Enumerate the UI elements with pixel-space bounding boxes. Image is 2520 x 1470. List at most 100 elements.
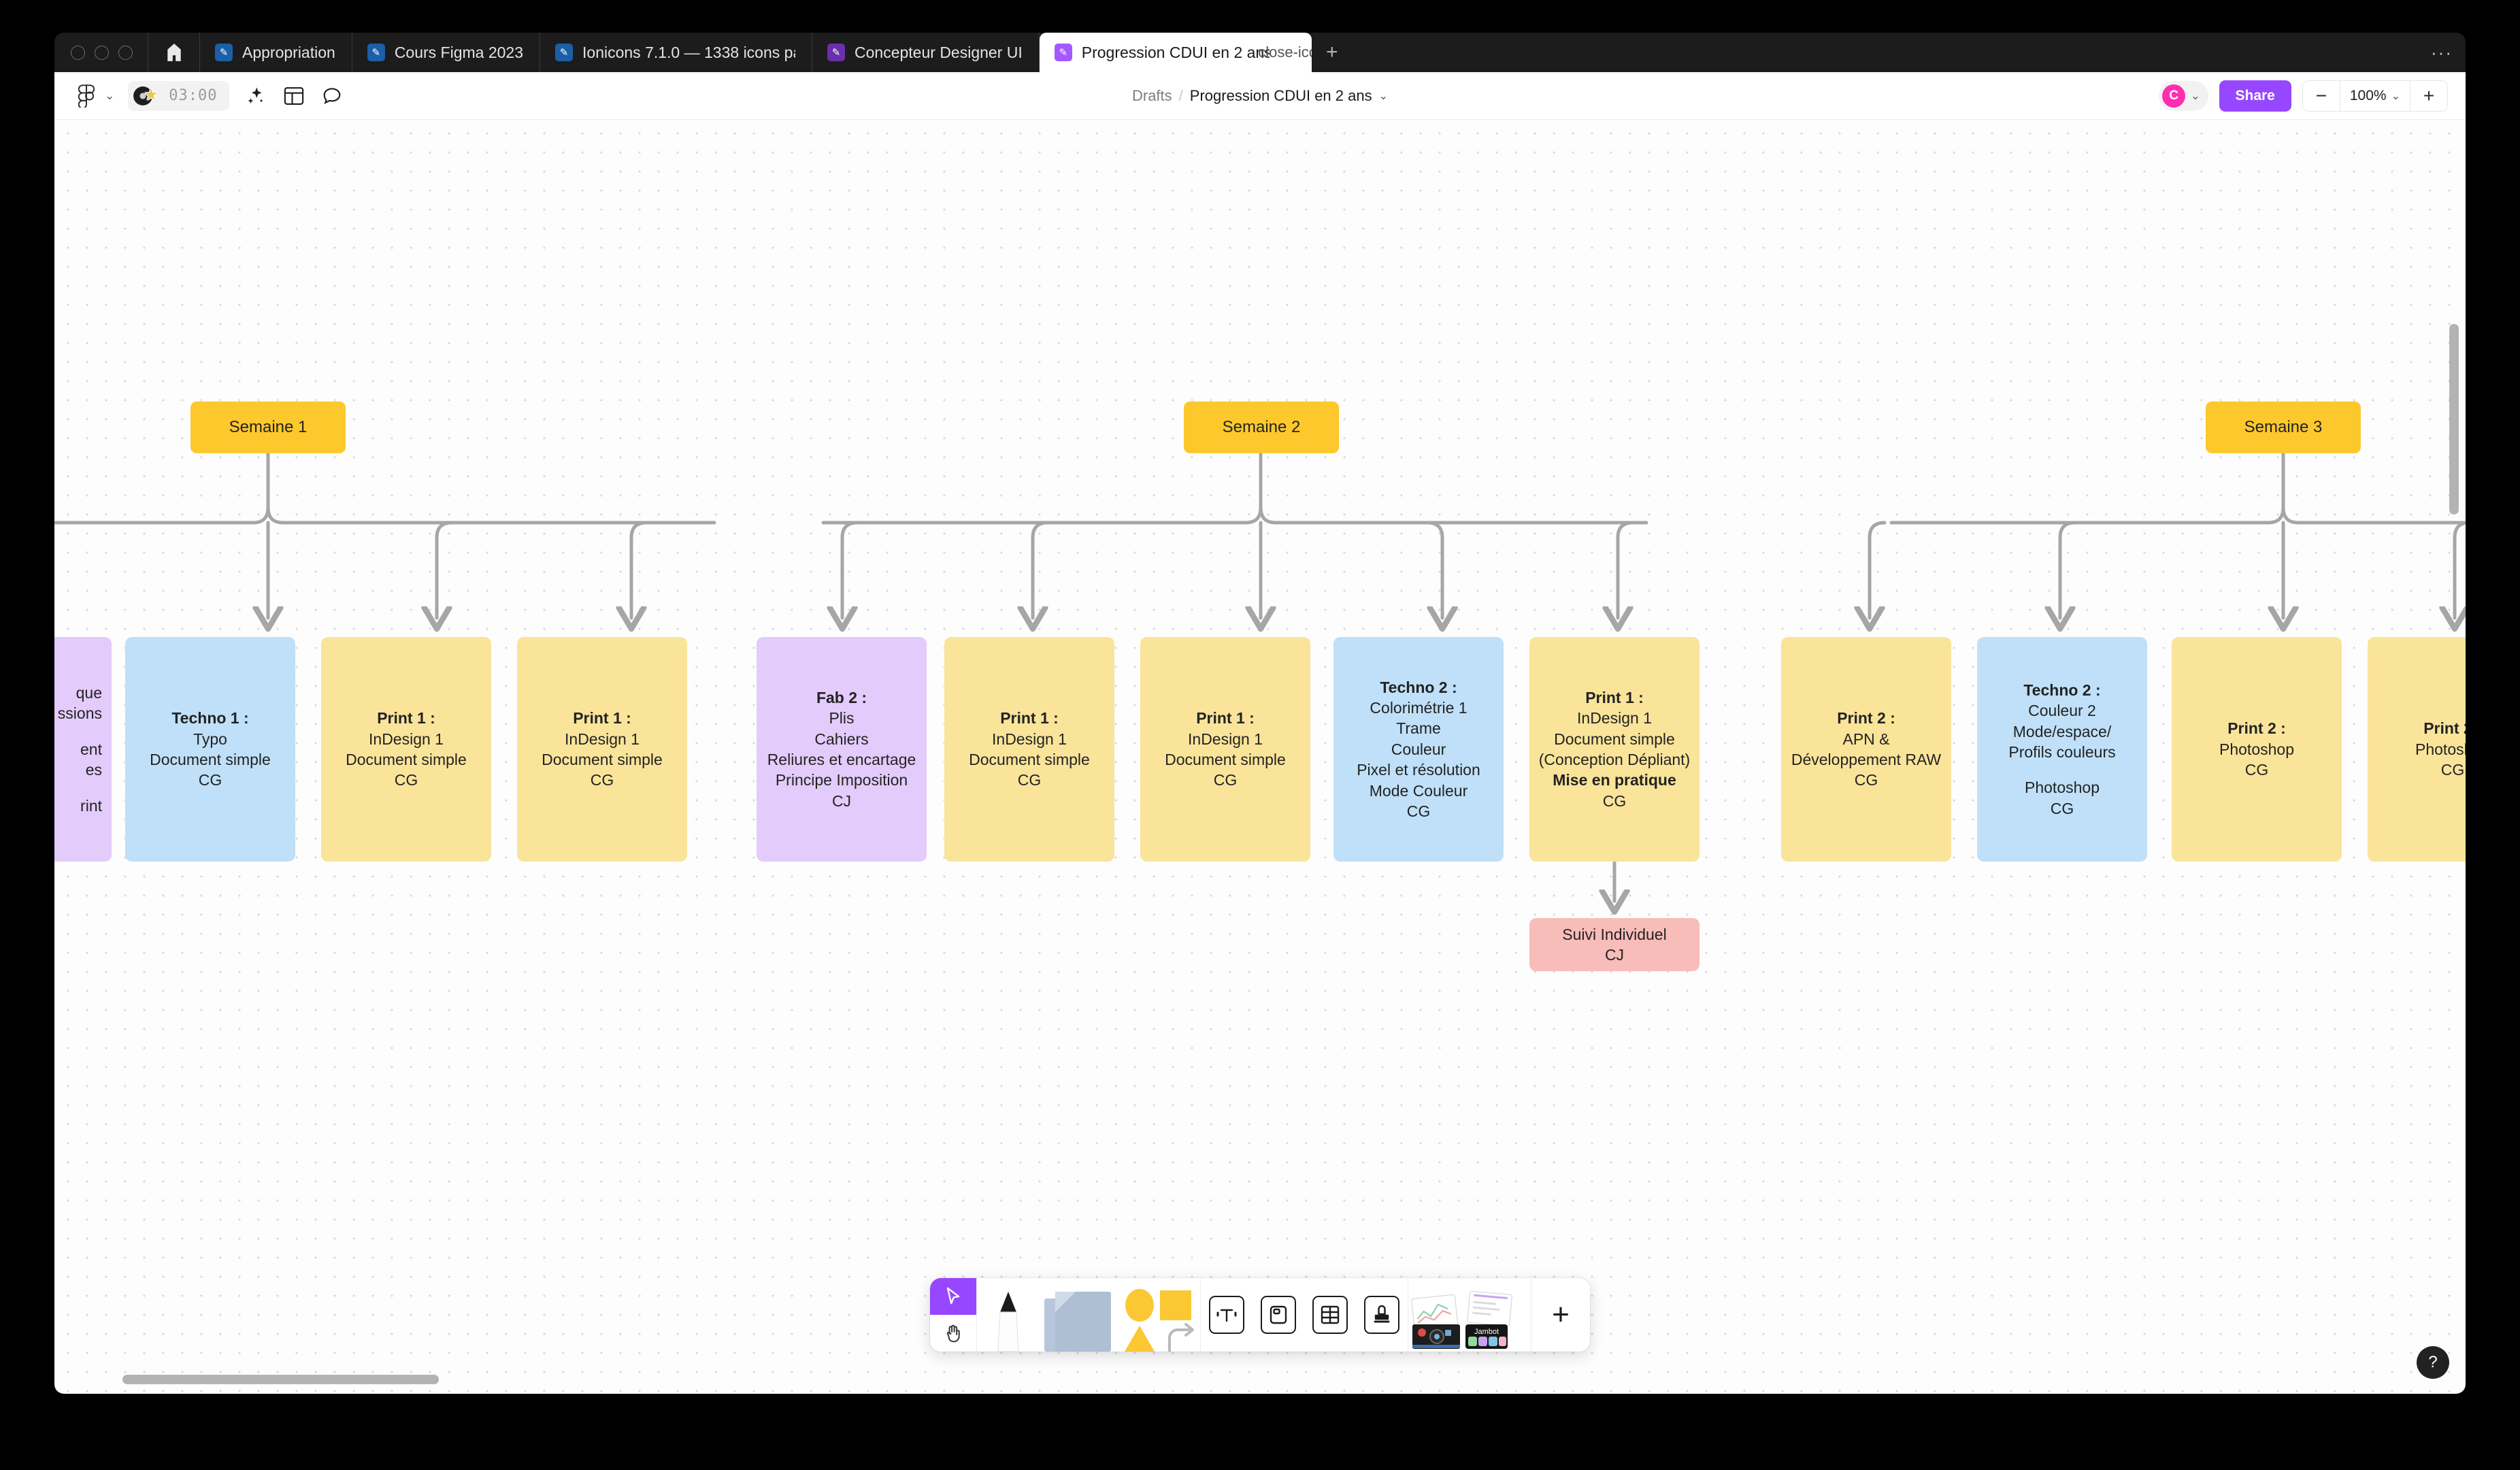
panel-layout-icon[interactable]	[277, 79, 311, 113]
vertical-scrollbar[interactable]	[2449, 324, 2459, 514]
card-print1-b[interactable]: Print 1 : InDesign 1 Document simple CG	[517, 637, 687, 862]
help-button[interactable]: ?	[2417, 1346, 2449, 1379]
tab-label: Appropriation	[242, 43, 335, 61]
card-line: Colorimétrie 1	[1370, 699, 1468, 717]
card-fab2[interactable]: Fab 2 : Plis Cahiers Reliures et encarta…	[757, 637, 927, 862]
toolbar-right-group: C ⌄ Share − 100% ⌄ +	[2159, 80, 2466, 112]
card-line: InDesign 1	[565, 730, 640, 748]
chevron-down-icon[interactable]: ⌄	[105, 88, 115, 102]
close-icon[interactable]: close-icon	[1258, 44, 1312, 61]
card-title: Print 1 :	[573, 709, 631, 728]
shapes-tool[interactable]	[1120, 1278, 1200, 1352]
stamp-tool[interactable]	[1356, 1278, 1408, 1352]
cursor-tool[interactable]	[930, 1278, 976, 1315]
comment-bubble-icon[interactable]	[315, 79, 349, 113]
figma-file-icon: ✎	[555, 44, 574, 61]
card-print1-c[interactable]: Print 1 : InDesign 1 Document simple CG	[944, 637, 1114, 862]
card-print2-photoshop-b[interactable]: Print 2 : Photoshop CG	[2368, 637, 2466, 862]
section-tool[interactable]	[1253, 1278, 1304, 1352]
week-node-semaine-2[interactable]: Semaine 2	[1184, 402, 1339, 453]
zoom-level[interactable]: 100% ⌄	[2339, 80, 2410, 111]
card-line: Profils couleurs	[2008, 743, 2116, 761]
card-title: Techno 1 :	[171, 709, 249, 728]
card-techno1-typo[interactable]: Techno 1 : Typo Document simple CG	[125, 637, 295, 862]
card-line: Couleur	[1391, 740, 1446, 758]
card-clipped-left[interactable]: que ssions ent es rint	[54, 637, 112, 862]
card-line: CJ	[1604, 946, 1625, 964]
card-techno2-couleur2[interactable]: Techno 2 : Couleur 2 Mode/espace/ Profil…	[1977, 637, 2147, 862]
browser-tab-appropriation[interactable]: ✎ Appropriation	[200, 33, 352, 72]
card-title: Print 2 :	[1837, 709, 1895, 728]
card-title: Techno 2 :	[2023, 681, 2101, 699]
tab-label: Concepteur Designer UI	[855, 43, 1023, 61]
timer-widget[interactable]: ★ 03:00	[128, 80, 230, 111]
pen-tool[interactable]	[977, 1278, 1040, 1352]
week-node-semaine-1[interactable]: Semaine 1	[190, 402, 346, 453]
figma-toolbar: ⌄ ★ 03:00	[54, 72, 2466, 120]
figjam-canvas[interactable]: Semaine 1 Semaine 2 Semaine 3 que ssions…	[54, 120, 2466, 1394]
breadcrumb-separator: /	[1178, 86, 1183, 104]
avatar-group[interactable]: C ⌄	[2159, 80, 2208, 111]
card-techno2-colorimetrie[interactable]: Techno 2 : Colorimétrie 1 Trame Couleur …	[1333, 637, 1504, 862]
card-print2-photoshop-a[interactable]: Print 2 : Photoshop CG	[2172, 637, 2342, 862]
week-node-semaine-3[interactable]: Semaine 3	[2206, 402, 2361, 453]
chevron-down-icon[interactable]: ⌄	[2191, 90, 2200, 102]
card-title: Fab 2 :	[816, 688, 867, 706]
text-tool[interactable]	[1201, 1278, 1253, 1352]
card-line: rint	[80, 796, 102, 815]
browser-overflow-menu[interactable]: ···	[2431, 42, 2453, 63]
sticky-note-tool[interactable]	[1040, 1278, 1120, 1352]
card-line: CG	[2440, 761, 2465, 779]
card-print1-a[interactable]: Print 1 : InDesign 1 Document simple CG	[321, 637, 491, 862]
page-title[interactable]: Progression CDUI en 2 ans	[1189, 86, 1372, 104]
table-tool[interactable]	[1304, 1278, 1356, 1352]
zoom-out-button[interactable]: −	[2315, 84, 2327, 106]
figma-file-icon: ✎	[367, 44, 385, 61]
sparkles-icon[interactable]	[239, 79, 273, 113]
figma-file-icon: ✎	[215, 44, 233, 61]
card-line-emphasis: Mise en pratique	[1553, 771, 1676, 789]
card-print2-apn[interactable]: Print 2 : APN & Développement RAW CG	[1781, 637, 1951, 862]
browser-tab-concepteur-designer-ui[interactable]: ✎ Concepteur Designer UI	[812, 33, 1040, 72]
breadcrumb-parent[interactable]: Drafts	[1131, 86, 1172, 104]
minimize-window-button[interactable]	[95, 45, 109, 60]
zoom-controls: − 100% ⌄ +	[2302, 80, 2448, 112]
card-print1-depliant[interactable]: Print 1 : InDesign 1 Document simple (Co…	[1529, 637, 1700, 862]
widget-label: Jambot	[1474, 1328, 1499, 1336]
card-line: Couleur 2	[2028, 702, 2096, 720]
week-label: Semaine 1	[229, 418, 308, 437]
toolbar-divider	[976, 1278, 977, 1352]
card-line: Photoshop	[2219, 740, 2294, 758]
browser-tab-progression-cdui[interactable]: ✎ Progression CDUI en 2 ans close-icon	[1039, 33, 1312, 72]
figma-logo-icon[interactable]	[69, 79, 103, 113]
new-tab-button[interactable]: +	[1325, 41, 1338, 63]
widgets-tool[interactable]: Jambot	[1408, 1278, 1531, 1352]
share-button[interactable]: Share	[2219, 80, 2291, 112]
browser-tab-ionicons[interactable]: ✎ Ionicons 7.1.0 — 1338 icons pack (C	[540, 33, 813, 72]
avatar[interactable]: C	[2162, 84, 2186, 108]
card-line: Suivi Individuel	[1562, 925, 1667, 943]
card-line: CG	[590, 771, 614, 789]
figjam-toolbar: Jambot +	[930, 1278, 1590, 1352]
card-line: Document simple	[969, 751, 1090, 768]
card-title: Print 1 :	[1000, 709, 1059, 728]
card-title: Print 1 :	[377, 709, 435, 728]
card-suivi-individuel[interactable]: Suivi Individuel CJ	[1529, 918, 1700, 971]
card-print1-d[interactable]: Print 1 : InDesign 1 Document simple CG	[1140, 637, 1310, 862]
hand-tool[interactable]	[930, 1315, 976, 1352]
horizontal-scrollbar[interactable]	[122, 1375, 439, 1384]
card-title: Print 1 :	[1585, 688, 1644, 706]
card-line: Mode/espace/	[2012, 722, 2112, 740]
toolbar-left-group: ⌄ ★ 03:00	[54, 79, 349, 113]
home-icon[interactable]	[148, 33, 200, 72]
card-line: Reliures et encartage	[767, 751, 916, 768]
card-line: que	[76, 684, 102, 702]
card-line: (Conception Dépliant)	[1538, 751, 1691, 768]
close-window-button[interactable]	[71, 45, 85, 60]
browser-tab-cours-figma-2023[interactable]: ✎ Cours Figma 2023	[352, 33, 541, 72]
breadcrumb: Drafts / Progression CDUI en 2 ans ⌄	[54, 87, 2466, 105]
maximize-window-button[interactable]	[118, 45, 133, 60]
more-tools-button[interactable]: +	[1552, 1298, 1570, 1331]
zoom-in-button[interactable]: +	[2423, 84, 2435, 106]
chevron-down-icon[interactable]: ⌄	[1378, 90, 1388, 102]
